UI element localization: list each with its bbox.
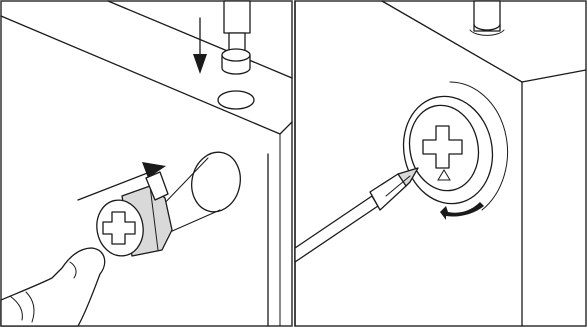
panel-tighten-cam-drawing [294, 0, 587, 327]
cam-lock-fitting-icon [394, 88, 503, 212]
panel-tighten-cam [294, 0, 587, 327]
finger-hand-icon [1, 248, 105, 326]
dowel-pin-icon [222, 1, 250, 74]
phillips-screwdriver-icon [295, 168, 418, 262]
arrow-down-icon [193, 18, 207, 74]
panel-insert-fitting-drawing [0, 0, 293, 327]
top-hole-icon [218, 91, 254, 109]
panel-insert-fitting [0, 0, 293, 327]
dowel-pin-icon [470, 1, 504, 35]
guide-line-lower [170, 210, 220, 232]
side-hole-icon [186, 148, 245, 217]
cam-lock-fitting-icon [92, 172, 172, 260]
